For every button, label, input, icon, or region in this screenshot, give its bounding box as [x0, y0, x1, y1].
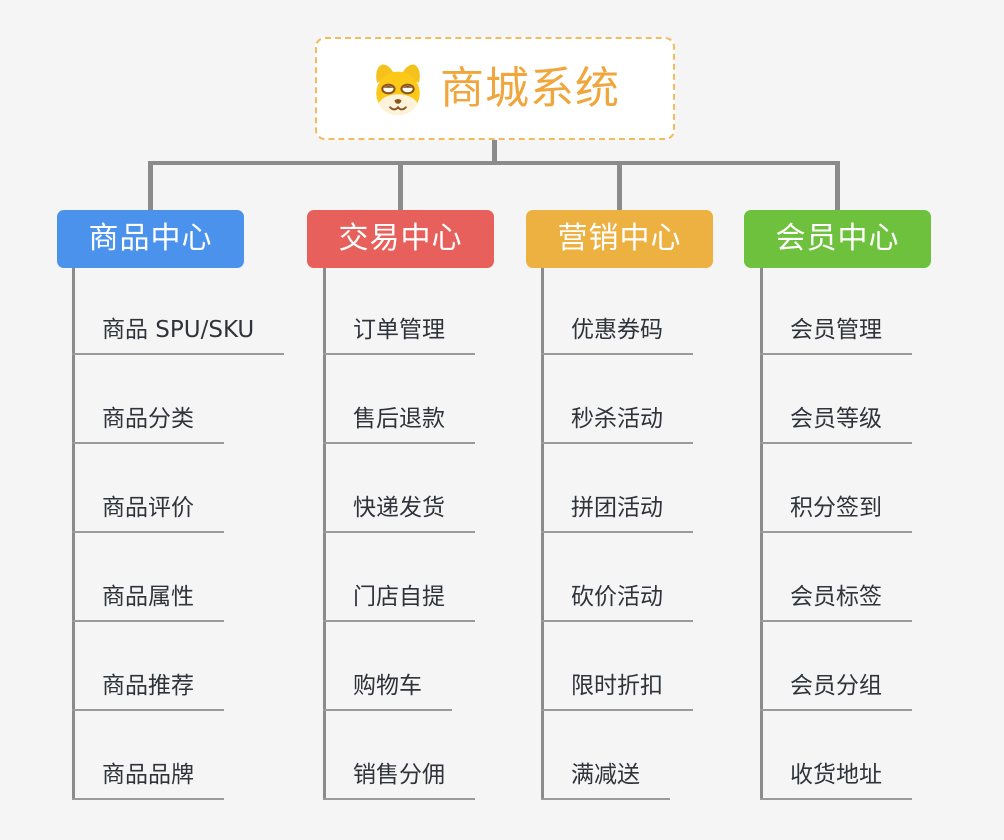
branch-header-trade-center[interactable]: 交易中心: [307, 210, 494, 268]
branch-header-label: 营销中心: [557, 221, 682, 256]
branch-header-member-center[interactable]: 会员中心: [744, 210, 931, 268]
leaf-node[interactable]: 商品评价: [72, 489, 224, 533]
leaf-node[interactable]: 销售分佣: [323, 756, 475, 800]
leaf-node[interactable]: 优惠券码: [541, 311, 693, 355]
connector-bus: [148, 161, 840, 165]
leaf-node[interactable]: 商品 SPU/SKU: [72, 311, 285, 355]
connector-branch-stub: [398, 161, 403, 211]
branch-header-product-center[interactable]: 商品中心: [57, 210, 244, 268]
leaf-node[interactable]: 商品属性: [72, 578, 224, 622]
branch-trunk-line: [541, 268, 544, 800]
root-node-mall-system[interactable]: 商城系统: [315, 37, 675, 140]
branch-header-label: 交易中心: [338, 221, 463, 256]
leaf-node[interactable]: 商品推荐: [72, 667, 224, 711]
dog-face-icon: [376, 64, 420, 115]
leaf-node[interactable]: 门店自提: [323, 578, 475, 622]
connector-branch-stub: [148, 161, 153, 211]
leaf-node[interactable]: 拼团活动: [541, 489, 693, 533]
leaf-node[interactable]: 商品分类: [72, 400, 224, 444]
connector-branch-stub: [617, 161, 622, 211]
leaf-node[interactable]: 满减送: [541, 756, 670, 800]
leaf-node[interactable]: 商品品牌: [72, 756, 224, 800]
leaf-node[interactable]: 限时折扣: [541, 667, 693, 711]
leaf-node[interactable]: 购物车: [323, 667, 452, 711]
branch-trunk-line: [760, 268, 763, 800]
leaf-node[interactable]: 售后退款: [323, 400, 475, 444]
leaf-node[interactable]: 积分签到: [760, 489, 912, 533]
connector-branch-stub: [835, 161, 840, 211]
leaf-node[interactable]: 会员管理: [760, 311, 912, 355]
branch-header-marketing-center[interactable]: 营销中心: [526, 210, 713, 268]
branch-header-label: 商品中心: [88, 221, 213, 256]
branch-trunk-line: [323, 268, 326, 800]
connector-root-stub: [492, 139, 497, 163]
leaf-node[interactable]: 订单管理: [323, 311, 475, 355]
root-node-title: 商城系统: [440, 62, 620, 114]
leaf-node[interactable]: 会员标签: [760, 578, 912, 622]
leaf-node[interactable]: 砍价活动: [541, 578, 693, 622]
leaf-node[interactable]: 快递发货: [323, 489, 475, 533]
branch-trunk-line: [72, 268, 75, 800]
branch-header-label: 会员中心: [775, 221, 900, 256]
leaf-node[interactable]: 收货地址: [760, 756, 912, 800]
leaf-node[interactable]: 会员等级: [760, 400, 912, 444]
leaf-node[interactable]: 会员分组: [760, 667, 912, 711]
leaf-node[interactable]: 秒杀活动: [541, 400, 693, 444]
